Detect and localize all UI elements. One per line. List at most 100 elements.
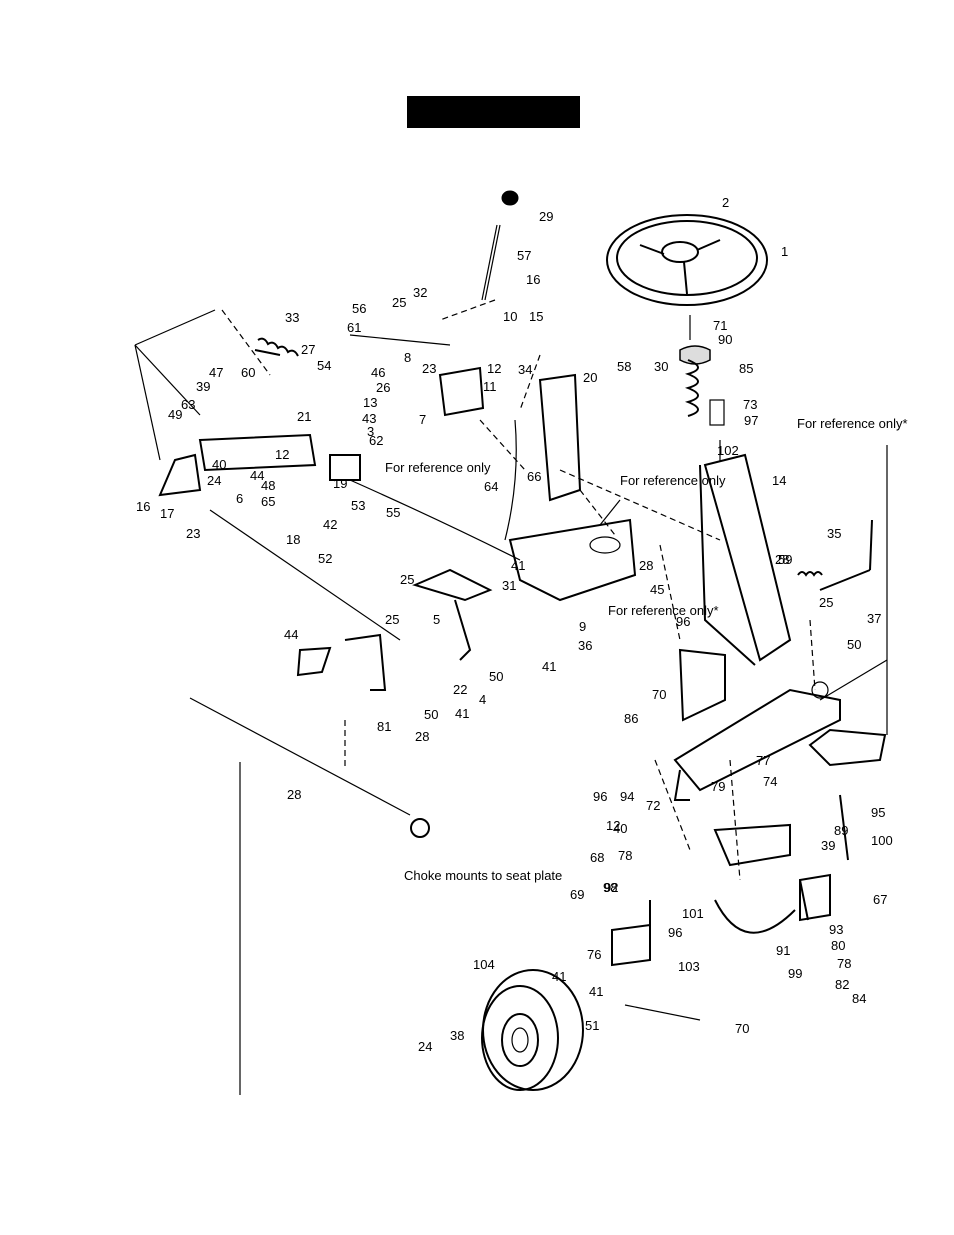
tire-drawing: [481, 969, 584, 1091]
part-label: 78: [837, 956, 851, 971]
part-label: 44: [284, 627, 298, 642]
part-label: 28: [287, 787, 301, 802]
part-label: 9: [579, 619, 586, 634]
choke-note: Choke mounts to seat plate: [404, 868, 562, 883]
part-label: 54: [317, 358, 331, 373]
part-label: 46: [371, 365, 385, 380]
tie-plate-drawing: [611, 823, 831, 1021]
part-label: 76: [587, 947, 601, 962]
part-label: 68: [590, 850, 604, 865]
part-label: 41: [542, 659, 556, 674]
part-label: 99: [788, 966, 802, 981]
dashed-leader-lines: [221, 299, 816, 881]
part-label: 37: [867, 611, 881, 626]
reference-note: For reference only: [620, 473, 726, 488]
part-label: 39: [821, 838, 835, 853]
part-label: 71: [713, 318, 727, 333]
title-banner: [407, 96, 580, 128]
part-label: 70: [735, 1021, 749, 1036]
part-label: 90: [718, 332, 732, 347]
part-label: 40: [613, 821, 627, 836]
part-label: 19: [333, 476, 347, 491]
part-label: 3: [367, 424, 374, 439]
part-label: 13: [363, 395, 377, 410]
part-label: 96: [593, 789, 607, 804]
control-bracket-drawing: [438, 190, 637, 602]
part-label: 59: [778, 552, 792, 567]
part-label: 66: [527, 469, 541, 484]
front-axle-drawing: [673, 648, 887, 801]
part-label: 51: [585, 1018, 599, 1033]
part-label: 12: [606, 818, 620, 833]
left-linkage-drawing: [158, 334, 493, 838]
part-label: 57: [517, 248, 531, 263]
part-label: 28: [415, 729, 429, 744]
part-label: 69: [570, 887, 584, 902]
part-label: 56: [352, 301, 366, 316]
part-label: 50: [847, 637, 861, 652]
part-label: 78: [618, 848, 632, 863]
part-label: 28: [639, 558, 653, 573]
part-label: 98: [603, 880, 617, 895]
right-linkage-drawing: [797, 519, 873, 921]
part-label: 33: [285, 310, 299, 325]
part-label: 36: [578, 638, 592, 653]
part-label: 64: [484, 479, 498, 494]
part-label: 72: [646, 798, 660, 813]
part-label: 8: [404, 350, 411, 365]
part-label: 102: [717, 443, 739, 458]
part-label: 25: [392, 295, 406, 310]
part-label: 2: [722, 195, 729, 210]
part-label: 79: [711, 779, 725, 794]
part-label: 97: [744, 413, 758, 428]
part-label: 21: [297, 409, 311, 424]
part-label: 25: [385, 612, 399, 627]
part-label: 89: [834, 823, 848, 838]
part-label: 104: [473, 957, 495, 972]
part-label: 6: [236, 491, 243, 506]
part-label: 47: [209, 365, 223, 380]
part-label: 32: [413, 285, 427, 300]
part-label: 96: [668, 925, 682, 940]
part-label: 84: [852, 991, 866, 1006]
part-label: 16: [136, 499, 150, 514]
part-label: 73: [743, 397, 757, 412]
part-label: 100: [871, 833, 893, 848]
part-label: 41: [589, 984, 603, 999]
reference-notes: For reference only For reference only Fo…: [385, 416, 908, 883]
part-label: 20: [583, 370, 597, 385]
part-label: 17: [160, 506, 174, 521]
part-label: 45: [650, 582, 664, 597]
reference-note: For reference only*: [797, 416, 908, 431]
part-label: 48: [261, 478, 275, 493]
part-label: 40: [212, 457, 226, 472]
part-label: 55: [386, 505, 400, 520]
part-label: 39: [196, 379, 210, 394]
part-label: 91: [776, 943, 790, 958]
part-label: 94: [620, 789, 634, 804]
part-label: 95: [871, 805, 885, 820]
part-label: 24: [418, 1039, 432, 1054]
part-label: 12: [275, 447, 289, 462]
part-number-labels: 1 2 29 57 16 32 25 10 15 56 33 61 8 12 3…: [136, 195, 893, 1054]
part-label: 1: [781, 244, 788, 259]
part-label: 22: [453, 682, 467, 697]
part-label: 52: [318, 551, 332, 566]
part-label: 16: [526, 272, 540, 287]
part-label: 27: [301, 342, 315, 357]
part-label: 44: [250, 468, 264, 483]
part-label: 70: [652, 687, 666, 702]
part-label: 25: [400, 572, 414, 587]
part-label: 7: [419, 412, 426, 427]
part-label: 30: [654, 359, 668, 374]
part-label: 86: [624, 711, 638, 726]
part-label: 29: [539, 209, 553, 224]
part-label: 5: [433, 612, 440, 627]
part-label: 43: [362, 411, 376, 426]
part-label: 25: [819, 595, 833, 610]
part-label: 41: [455, 706, 469, 721]
part-label: 15: [529, 309, 543, 324]
part-label: 62: [369, 433, 383, 448]
cable-52-drawing: [349, 479, 521, 561]
